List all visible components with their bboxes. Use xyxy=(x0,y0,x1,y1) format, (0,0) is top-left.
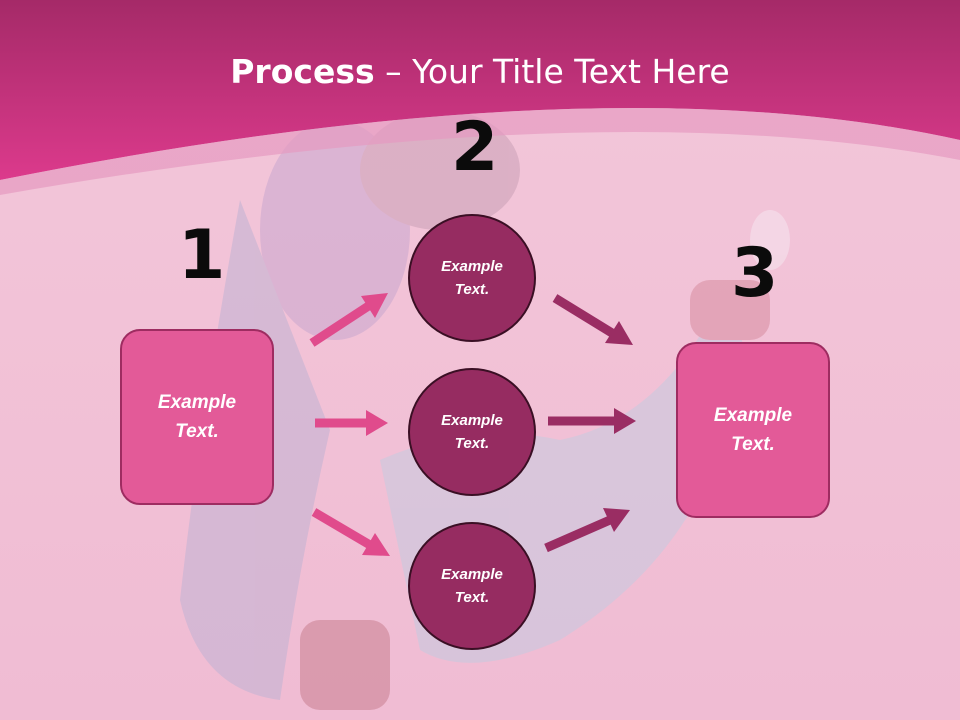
arrow-to-bottom-circle xyxy=(311,508,390,556)
arrow-from-middle-circle xyxy=(548,408,636,434)
circle-middle-text: Example Text. xyxy=(441,412,503,452)
step-2-circle-top: Example Text. xyxy=(408,214,536,342)
step-1-box: Example Text. xyxy=(120,329,274,505)
title-rest: – Your Title Text Here xyxy=(374,52,730,91)
arrow-to-middle-circle xyxy=(315,410,388,436)
step-number-2: 2 xyxy=(451,108,499,187)
step-number-3: 3 xyxy=(731,234,779,313)
step-3-box: Example Text. xyxy=(676,342,830,518)
step-2-circle-bottom: Example Text. xyxy=(408,522,536,650)
arrow-from-top-circle xyxy=(552,294,633,345)
step-2-circle-middle: Example Text. xyxy=(408,368,536,496)
title-bold: Process xyxy=(230,52,375,91)
step-1-text: Example Text. xyxy=(157,392,237,442)
step-number-1: 1 xyxy=(178,216,226,295)
step-3-text: Example Text. xyxy=(713,405,793,455)
circle-top-text: Example Text. xyxy=(441,258,503,298)
arrow-from-bottom-circle xyxy=(544,508,630,553)
circle-bottom-text: Example Text. xyxy=(441,566,503,606)
arrow-to-top-circle xyxy=(309,293,388,347)
slide-title: Process – Your Title Text Here xyxy=(0,52,960,91)
